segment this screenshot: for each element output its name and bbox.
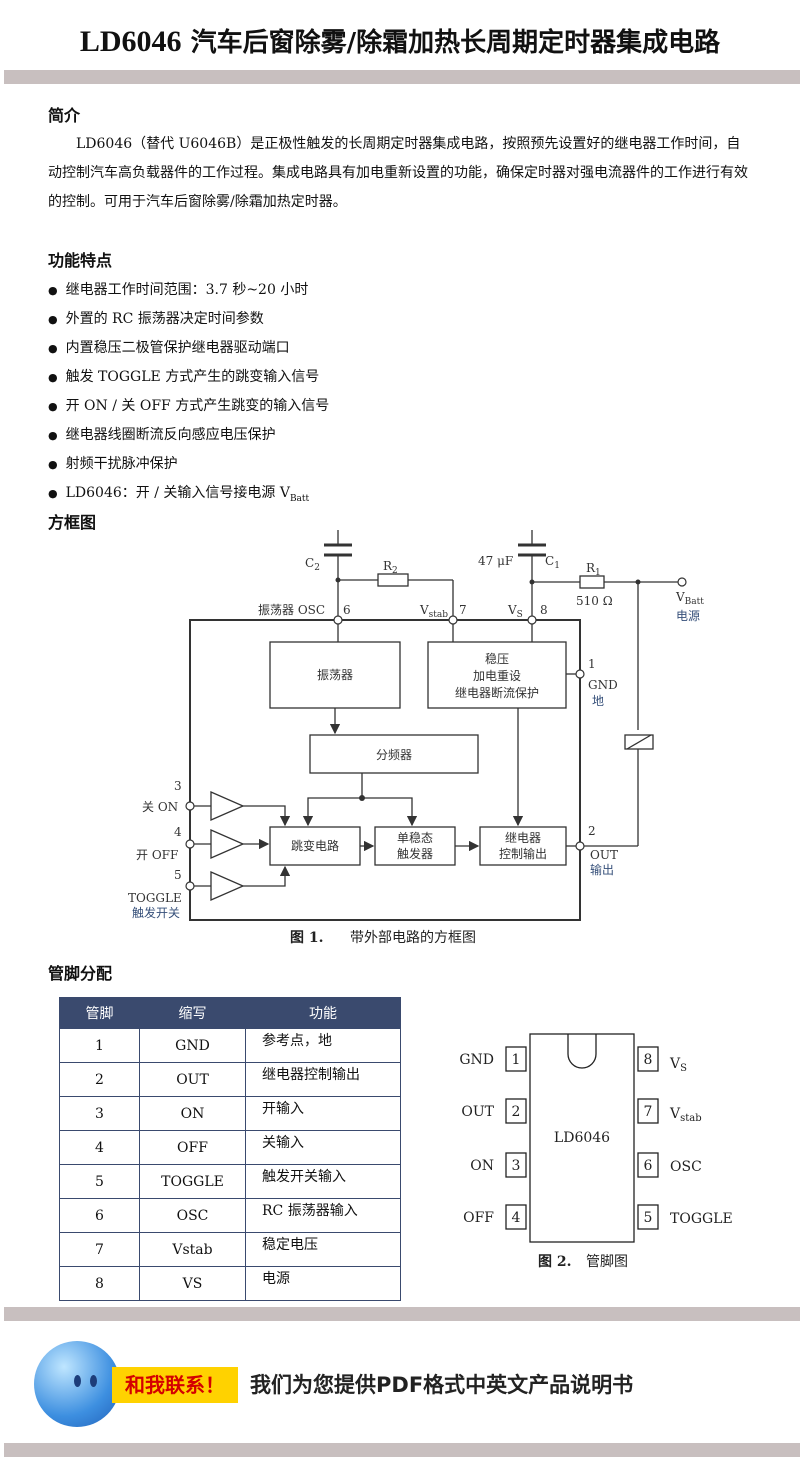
toggle-label: TOGGLE xyxy=(128,891,182,905)
page-title: LD6046 汽车后窗除雾/除霜加热长周期定时器集成电路 xyxy=(0,22,800,59)
feature-item: 触发 TOGGLE 方式产生的跳变输入信号 xyxy=(48,363,329,392)
feature-item: 继电器工作时间范围：3.7 秒~20 小时 xyxy=(48,276,329,305)
footer-slogan: 我们为您提供PDF格式中英文产品说明书 xyxy=(250,1373,634,1397)
vs-label: VS xyxy=(507,603,523,620)
pin-num: 3 xyxy=(512,1158,521,1174)
pin-7: 7 xyxy=(459,603,467,617)
pin-6: 6 xyxy=(343,603,351,617)
table-header: 功能 xyxy=(245,997,401,1029)
feature-item: 外置的 RC 振荡器决定时间参数 xyxy=(48,305,329,334)
gnd-label: GND xyxy=(588,678,618,692)
pin-1: 1 xyxy=(588,657,596,671)
chip-label: LD6046 xyxy=(554,1130,610,1146)
relay-block-label-2: 控制输出 xyxy=(499,846,547,861)
pins-heading: 管脚分配 xyxy=(48,964,113,983)
toggle-cn-label: 触发开关 xyxy=(132,905,180,920)
pin-name: OUT xyxy=(461,1104,494,1120)
pin-2: 2 xyxy=(588,824,596,838)
contact-button[interactable]: 和我联系！ xyxy=(112,1367,238,1403)
ground-label: 地 xyxy=(592,694,604,708)
reg-block-label-3: 继电器断流保护 xyxy=(455,685,539,700)
feature-item: 射频干扰脉冲保护 xyxy=(48,450,329,479)
features-heading: 功能特点 xyxy=(48,251,113,270)
figure1-number: 图 1. xyxy=(290,930,324,946)
off-label: 开 OFF xyxy=(136,848,178,862)
footer-divider-top xyxy=(4,1307,800,1321)
table-header: 缩写 xyxy=(139,997,246,1029)
c1-label: C1 xyxy=(545,554,560,571)
pin-name: OSC xyxy=(670,1159,702,1175)
pinout-diagram: LD6046 1 2 3 4 GND OUT ON OFF 8 7 6 5 VS… xyxy=(459,1033,733,1270)
pin-name: Vstab xyxy=(669,1106,702,1124)
vbatt-label: VBatt xyxy=(675,590,704,607)
pin-8: 8 xyxy=(540,603,548,617)
c1-value: 47 μF xyxy=(478,554,513,568)
pin-name: ON xyxy=(470,1158,494,1174)
pin-num: 6 xyxy=(644,1158,653,1174)
pin-name: GND xyxy=(459,1052,494,1068)
part-number: LD6046 xyxy=(79,25,182,58)
figure2-caption: 管脚图 xyxy=(586,1254,628,1270)
pin-name: VS xyxy=(669,1056,687,1074)
pin-num: 7 xyxy=(644,1104,653,1120)
pin-4: 4 xyxy=(174,825,182,839)
power-label: 电源 xyxy=(676,609,700,623)
r1-label: R1 xyxy=(586,561,601,578)
osc-pin-label: 振荡器 OSC xyxy=(258,603,325,617)
divider-block-label: 分频器 xyxy=(376,748,412,762)
block-diagram: C2 R2 47 μF C1 R1 510 Ω VBatt 电源 振荡器 OSC… xyxy=(128,530,704,946)
intro-heading: 简介 xyxy=(48,106,81,125)
mascot-icon xyxy=(34,1341,120,1427)
block-heading: 方框图 xyxy=(48,513,97,532)
intro-text: LD6046（替代 U6046B）是正极性触发的长周期定时器集成电路，按照预先设… xyxy=(48,136,748,210)
mascot-eye-icon xyxy=(74,1375,81,1387)
figure2-number: 图 2. xyxy=(538,1254,572,1270)
reg-block-label-1: 稳压 xyxy=(485,651,509,666)
relay-block-label-1: 继电器 xyxy=(505,831,541,845)
title-text: 汽车后窗除雾/除霜加热长周期定时器集成电路 xyxy=(190,28,721,58)
pin-5: 5 xyxy=(174,868,182,882)
pin-name: OFF xyxy=(463,1210,494,1226)
flip-block-label: 跳变电路 xyxy=(291,838,339,853)
vstab-label: Vstab xyxy=(419,603,448,620)
out-label: OUT xyxy=(590,848,618,862)
pin-num: 1 xyxy=(512,1052,521,1068)
osc-block-label: 振荡器 xyxy=(317,668,353,682)
reg-block-label-2: 加电重设 xyxy=(473,669,521,683)
mono-block-label-1: 单稳态 xyxy=(397,830,433,845)
header-divider xyxy=(4,70,800,84)
pin-num: 5 xyxy=(644,1210,653,1226)
mono-block-label-2: 触发器 xyxy=(397,846,433,861)
pin-num: 2 xyxy=(512,1104,521,1120)
pin-name: TOGGLE xyxy=(670,1211,733,1227)
r2-label: R2 xyxy=(383,559,398,576)
footer-divider-bottom xyxy=(4,1443,800,1457)
feature-item: 内置稳压二极管保护继电器驱动端口 xyxy=(48,334,329,363)
pin-num: 8 xyxy=(644,1052,653,1068)
on-label: 关 ON xyxy=(142,800,178,814)
output-label: 输出 xyxy=(590,862,614,877)
pin-num: 4 xyxy=(512,1210,521,1226)
table-header: 管脚 xyxy=(59,997,140,1029)
pin-3: 3 xyxy=(174,779,182,793)
feature-item: LD6046：开 / 关输入信号接电源 VBatt xyxy=(48,479,329,508)
mascot-eye-icon xyxy=(90,1375,97,1387)
feature-item: 开 ON / 关 OFF 方式产生跳变的输入信号 xyxy=(48,392,330,421)
footer-banner: 和我联系！ 我们为您提供PDF格式中英文产品说明书 xyxy=(0,1323,800,1428)
features-list: 继电器工作时间范围：3.7 秒~20 小时 外置的 RC 振荡器决定时间参数 内… xyxy=(48,276,330,508)
feature-item: 继电器线圈断流反向感应电压保护 xyxy=(48,421,329,450)
r1-value: 510 Ω xyxy=(576,594,613,608)
figure1-caption: 带外部电路的方框图 xyxy=(350,930,476,946)
c2-label: C2 xyxy=(305,556,320,573)
